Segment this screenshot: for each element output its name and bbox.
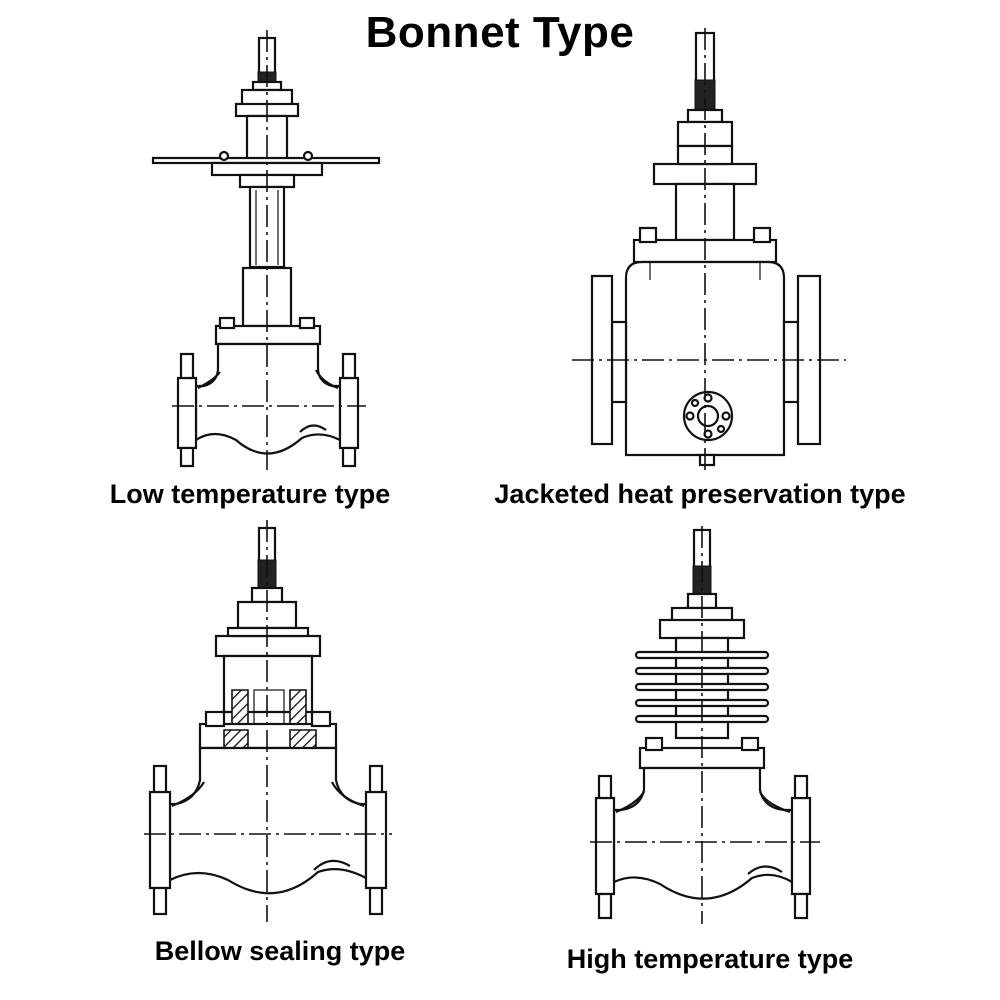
caption-high-temperature: High temperature type xyxy=(566,944,854,974)
page-title: Bonnet Type xyxy=(365,8,635,57)
caption-jacketed: Jacketed heat preservation type xyxy=(494,479,906,509)
high-temperature-valve-drawing xyxy=(590,526,820,924)
caption-low-temperature: Low temperature type xyxy=(109,479,391,509)
jacketed-valve-drawing xyxy=(572,28,846,470)
bellow-sealing-valve-drawing xyxy=(144,520,392,922)
low-temperature-valve-drawing xyxy=(151,30,381,470)
caption-bellow-sealing: Bellow sealing type xyxy=(154,936,406,966)
